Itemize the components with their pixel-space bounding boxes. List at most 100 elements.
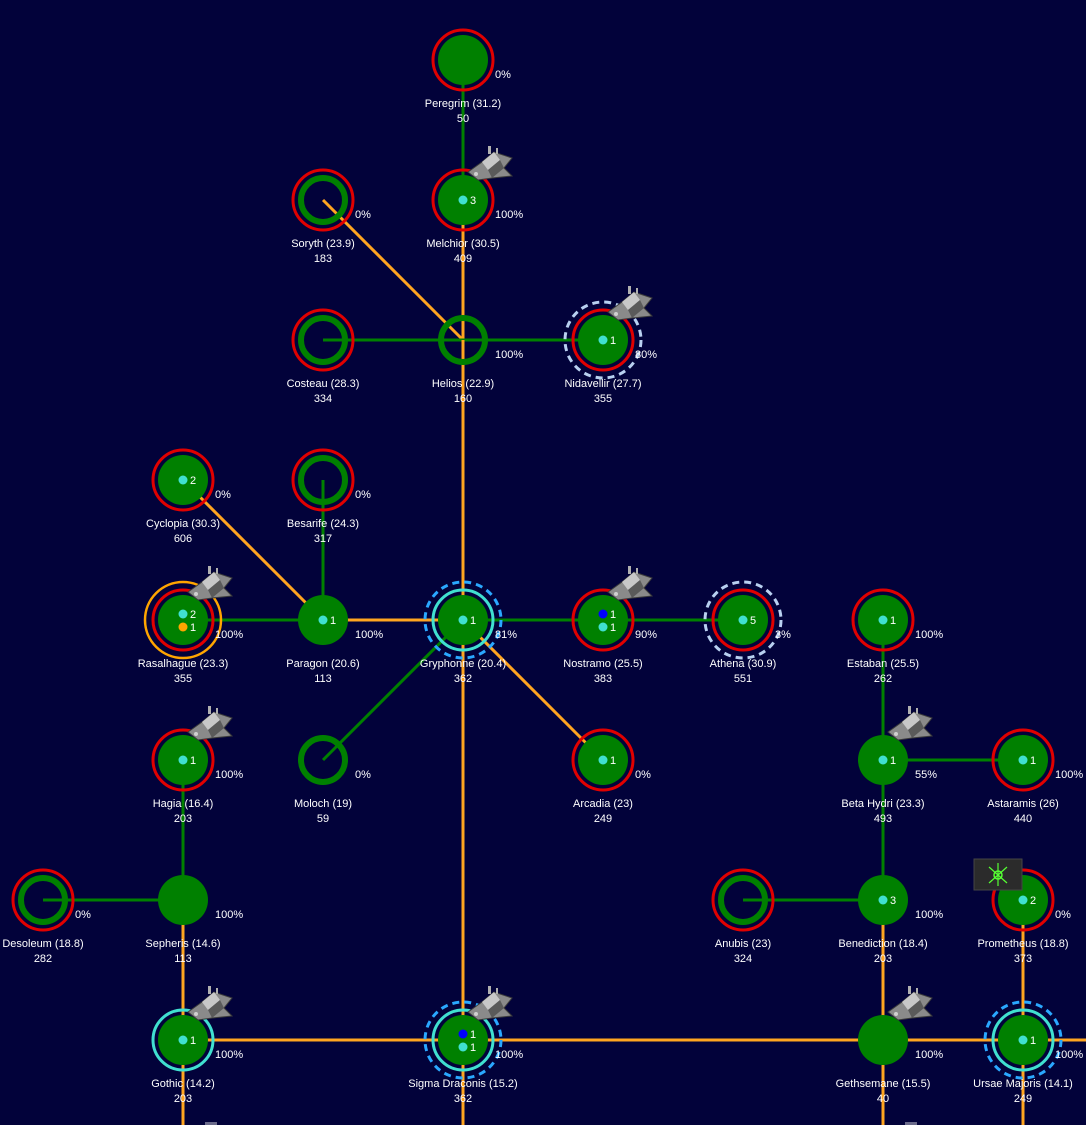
system-name: Moloch (19) [294,798,352,810]
system-value: 40 [877,1093,889,1105]
control-percentage: 100% [915,1049,943,1061]
enemy-ring [991,868,1055,932]
starship-icon[interactable] [607,566,654,601]
unit-count: 1 [330,615,336,627]
starship-icon[interactable] [887,986,934,1021]
planet-orbit [298,175,348,225]
system-anubis[interactable]: Anubis (23)324 [711,868,775,965]
system-value: 355 [174,673,192,685]
system-betahydri[interactable]: 155%Beta Hydri (23.3)493 [841,706,937,825]
system-costeau[interactable]: Costeau (28.3)334 [287,308,360,405]
starship-icon[interactable] [187,706,234,741]
unit-marker-cyan [598,335,608,345]
system-nidavellir[interactable]: 180%Nidavellir (27.7)355 [563,286,657,405]
planet-disc [158,595,208,645]
system-value: 249 [1014,1093,1032,1105]
unit-marker-cyan [598,755,608,765]
system-value: 317 [314,533,332,545]
system-value: 113 [314,673,332,685]
starship-icon[interactable] [607,286,654,321]
starship-icon[interactable] [887,706,934,741]
system-value: 334 [314,393,332,405]
system-name: Ursae Majoris (14.1) [973,1078,1073,1090]
control-percentage: 100% [215,1049,243,1061]
enemy-ring [291,308,355,372]
planet-orbit [18,875,68,925]
unit-marker-orange [178,622,188,632]
control-percentage: 0% [355,769,371,781]
system-value: 50 [457,113,469,125]
control-percentage: 100% [215,629,243,641]
system-value: 262 [874,673,892,685]
enemy-ring [151,448,215,512]
system-name: Rasalhague (23.3) [138,658,229,670]
system-moloch[interactable]: 0%Moloch (19)59 [294,735,371,825]
unit-count: 2 [1030,895,1036,907]
starship-icon[interactable] [467,986,514,1021]
system-athena[interactable]: 53%Athena (30.9)551 [703,580,791,685]
enemy-ring [11,868,75,932]
system-name: Helios (22.9) [432,378,494,390]
system-value: 113 [174,953,192,965]
planet-orbit [438,315,488,365]
control-percentage: 0% [355,489,371,501]
lane-gryphonne-arcadia [461,618,605,762]
system-name: Estaban (25.5) [847,658,919,670]
system-value: 249 [594,813,612,825]
system-name: Gryphonne (20.4) [420,658,506,670]
offscreen-label-fragment [905,1122,917,1125]
enemy-ring [571,308,635,372]
system-arcadia[interactable]: 10%Arcadia (23)249 [571,728,651,825]
starship-icon[interactable] [187,986,234,1021]
system-besarife[interactable]: 0% Besarife (24.3) 317 [287,448,371,545]
system-name: Besarife (24.3) [287,518,359,530]
control-percentage: 100% [915,629,943,641]
system-prometheus[interactable]: 20%Prometheus (18.8)373 [973,858,1071,965]
system-name: Prometheus (18.8) [977,938,1068,950]
system-value: 362 [454,673,472,685]
systems-layer: 0%Peregrim (31.2)50 0%Soryth (23.9)183 310… [2,28,1083,1125]
unit-count: 2 [190,475,196,487]
unit-marker-cyan [178,755,188,765]
starship-icon[interactable] [187,566,234,601]
system-value: 440 [1014,813,1032,825]
system-desoleum[interactable]: 0%Desoleum (18.8)282 [2,868,91,965]
friendly-ring [991,1008,1055,1072]
unit-count: 1 [1030,755,1036,767]
system-name: Gethsemane (15.5) [836,1078,931,1090]
system-cyclopia[interactable]: 20%Cyclopia (30.3)606 [146,448,231,545]
system-soryth[interactable]: 0%Soryth (23.9)183 [291,168,371,265]
system-helios[interactable]: 100%Helios (22.9)160 [432,315,524,405]
alien-unit-icon[interactable] [973,858,1023,891]
unit-count: 1 [890,755,896,767]
control-percentage: 90% [635,629,657,641]
system-name: Melchior (30.5) [426,238,499,250]
system-gryphonne[interactable]: 181%Gryphonne (20.4)362 [420,580,517,685]
enemy-ring [571,588,635,652]
system-name: Cyclopia (30.3) [146,518,220,530]
control-percentage: 100% [915,909,943,921]
system-name: Soryth (23.9) [291,238,355,250]
system-sepheris[interactable]: 100%Sepheris (14.6)113 [145,875,243,965]
unit-marker-cyan [1018,1035,1028,1045]
control-percentage: 100% [1055,769,1083,781]
unit-marker-cyan [178,1035,188,1045]
system-gethsemane[interactable]: 100% Gethsemane (15.5) 40 [836,986,944,1105]
unit-marker-cyan [1018,755,1028,765]
starship-icon[interactable] [467,146,514,181]
system-value: 203 [874,953,892,965]
unit-marker-cyan [318,615,328,625]
system-peregrim[interactable]: 0%Peregrim (31.2)50 [425,28,511,125]
